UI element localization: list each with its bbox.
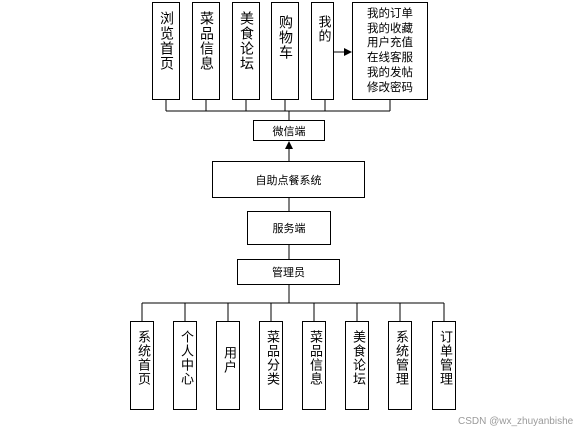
menu-item: 在线客服 [367,50,413,65]
box-food-forum-top: 美食论坛 [232,2,260,100]
box-label: 管理员 [272,266,305,279]
box-order-management: 订单管理 [432,321,456,410]
box-user: 用户 [216,321,240,410]
menu-item: 我的订单 [367,6,413,20]
box-label: 购物车 [277,15,293,60]
box-dish-category: 菜品分类 [259,321,283,410]
box-browse-home: 浏览首页 [152,2,180,100]
box-label: 系统管理 [393,330,408,386]
box-mine: 我的 [311,2,334,100]
box-system-management: 系统管理 [388,321,412,410]
box-admin: 管理员 [237,259,340,285]
box-cart: 购物车 [271,2,299,100]
box-label: 菜品信息 [307,330,322,386]
arrowhead-up [285,141,293,149]
menu-item: 修改密码 [367,79,413,94]
box-label: 浏览首页 [158,11,174,71]
watermark: CSDN @wx_zhuyanbishe [458,416,574,427]
menu-item: 我的收藏 [367,20,413,35]
box-label: 菜品信息 [198,11,214,71]
box-label: 服务端 [272,222,306,235]
box-label: 微信端 [272,124,306,138]
box-dish-info-bottom: 菜品信息 [302,321,326,410]
box-label: 个人中心 [178,330,193,386]
box-label: 菜品分类 [264,330,279,386]
menu-item: 我的发帖 [367,64,413,79]
box-dish-info-top: 菜品信息 [192,2,220,100]
box-my-menu: 我的订单 我的收藏 用户充值 在线客服 我的发帖 修改密码 [352,2,428,100]
box-label: 订单管理 [437,330,452,386]
box-food-forum-bottom: 美食论坛 [345,321,369,410]
box-system-home: 系统首页 [130,321,154,410]
box-label: 自助点餐系统 [255,173,322,187]
box-personal-center: 个人中心 [173,321,197,410]
box-label: 美食论坛 [238,11,254,71]
box-server: 服务端 [247,211,331,245]
box-wechat: 微信端 [253,120,325,141]
box-label: 美食论坛 [350,330,365,386]
box-label: 系统首页 [135,330,150,386]
box-label: 我的 [315,15,331,43]
menu-item: 用户充值 [367,35,413,50]
box-system: 自助点餐系统 [212,161,365,198]
box-label: 用户 [221,346,236,374]
arrowhead-right [344,48,352,56]
